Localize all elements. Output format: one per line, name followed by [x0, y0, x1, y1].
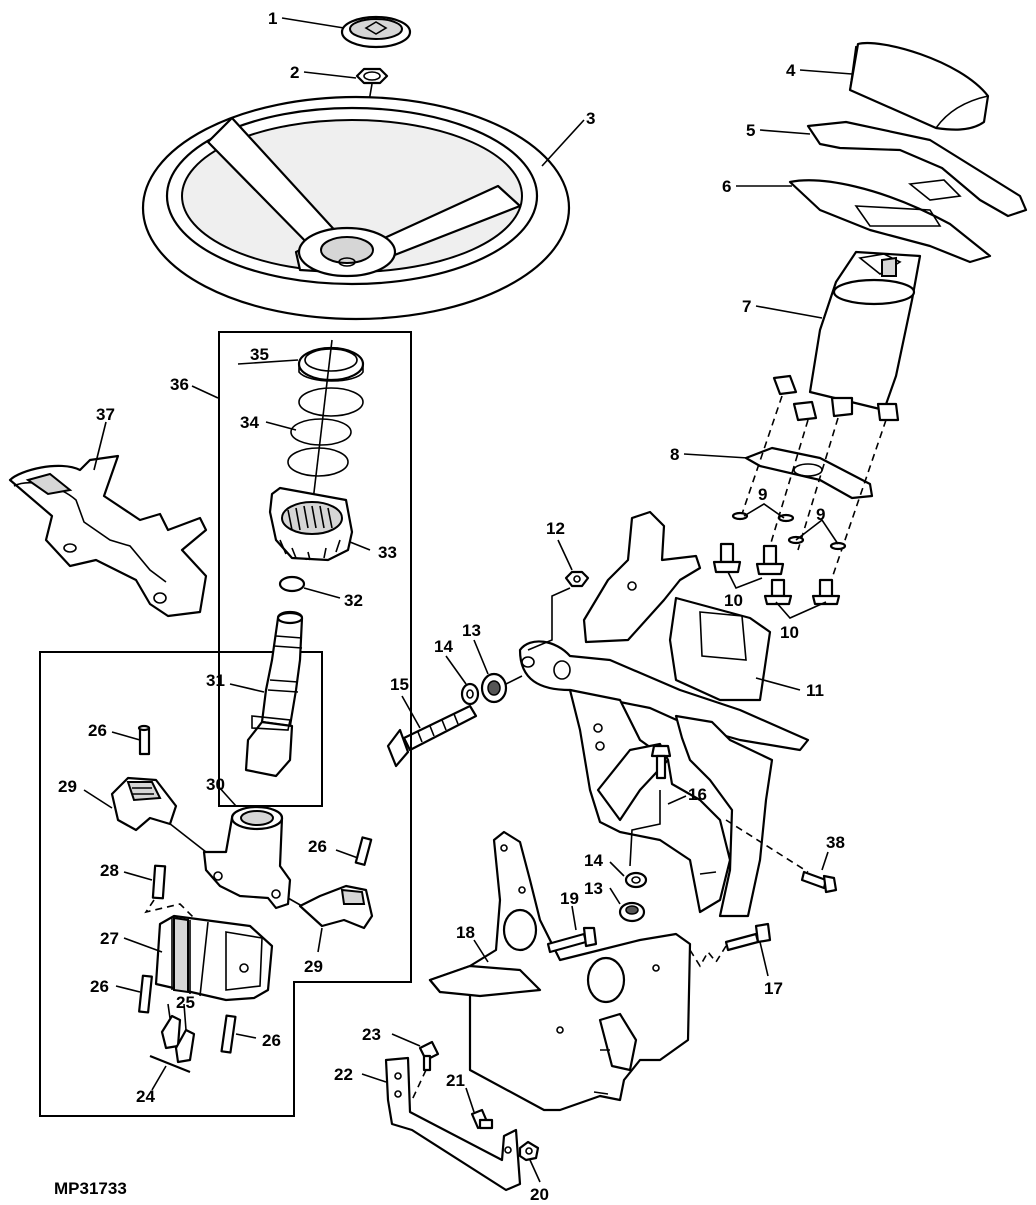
- o-ring: [278, 575, 306, 593]
- pin-upper-right: [354, 836, 373, 866]
- callout-16: 16: [688, 785, 707, 804]
- frame-nut: [564, 570, 590, 588]
- bracket-bolt-17: [724, 922, 772, 952]
- callout-27: 27: [100, 929, 119, 948]
- callout-24: 24: [136, 1087, 155, 1106]
- callout-14a: 14: [434, 637, 453, 656]
- callout-22: 22: [334, 1065, 353, 1084]
- callout-31: 31: [206, 671, 225, 690]
- callout-28: 28: [100, 861, 119, 880]
- callout-13b: 13: [584, 879, 603, 898]
- callout-26a: 26: [88, 721, 107, 740]
- callout-18: 18: [456, 923, 475, 942]
- callout-37: 37: [96, 405, 115, 424]
- callout-36: 36: [170, 375, 189, 394]
- callout-9b: 9: [816, 505, 825, 524]
- callout-8: 8: [670, 445, 679, 464]
- detent-clips: [160, 1003, 196, 1064]
- callout-17: 17: [764, 979, 783, 998]
- pin-lower-left: [138, 974, 153, 1014]
- callout-26d: 26: [262, 1031, 281, 1050]
- lower-mounting-bracket: [428, 830, 692, 1112]
- callout-5: 5: [746, 121, 755, 140]
- steering-wheel: [141, 95, 571, 321]
- steering-shaft: [244, 610, 304, 778]
- wheel-cap: [340, 15, 412, 49]
- callout-21: 21: [446, 1071, 465, 1090]
- callout-32: 32: [344, 591, 363, 610]
- steering-wheel-assembly: [141, 15, 571, 321]
- bracket-bolt-19: [546, 926, 598, 954]
- callout-9a: 9: [758, 485, 767, 504]
- pivot-bushing-upper: [480, 672, 508, 704]
- callout-2: 2: [290, 63, 299, 82]
- callout-34: 34: [240, 413, 259, 432]
- callout-38: 38: [826, 833, 845, 852]
- brace-bolt-21: [470, 1108, 494, 1130]
- column-cover: [848, 42, 990, 131]
- lower-housing: [202, 805, 292, 910]
- detent-rod: [149, 1054, 191, 1074]
- callout-20: 20: [530, 1185, 549, 1204]
- callout-11: 11: [806, 681, 824, 700]
- callout-13a: 13: [462, 621, 481, 640]
- callout-29a: 29: [58, 777, 77, 796]
- pivot-washer-upper: [460, 682, 480, 706]
- callout-leaders: [83, 17, 853, 1183]
- gear-housing: [268, 486, 354, 562]
- cover-bracket: [806, 120, 1028, 218]
- steering-column: [772, 250, 922, 422]
- callout-30: 30: [206, 775, 225, 794]
- spacer-block: [154, 914, 274, 1002]
- brace-bolt-23: [418, 1040, 440, 1072]
- pivot-bolt: [386, 704, 478, 768]
- callout-26b: 26: [308, 837, 327, 856]
- inset-frame: [39, 331, 412, 1117]
- column-boot: [8, 454, 208, 618]
- column-spring: [287, 387, 364, 477]
- frame-bolt-38: [800, 870, 838, 894]
- callout-6: 6: [722, 177, 731, 196]
- callout-15: 15: [390, 675, 409, 694]
- callout-10a: 10: [724, 591, 743, 610]
- callout-labels: 1 2 3 4 5 6 7 8 9 9 10 10 11 12 13 14 15…: [58, 9, 845, 1204]
- wheel-nut: [355, 67, 389, 85]
- brace-nut-20: [518, 1140, 540, 1162]
- callout-14b: 14: [584, 851, 603, 870]
- figure-id: MP31733: [54, 1179, 127, 1198]
- lower-brace: [384, 1056, 522, 1192]
- callout-7: 7: [742, 297, 751, 316]
- steering-support-frame: [518, 510, 810, 918]
- pivot-washer-lower: [624, 871, 648, 889]
- right-linkage: [298, 884, 374, 930]
- callout-23: 23: [362, 1025, 381, 1044]
- callout-29b: 29: [304, 957, 323, 976]
- left-linkage: [110, 776, 178, 832]
- callout-4: 4: [786, 61, 796, 80]
- column-bracket: [788, 179, 992, 264]
- callout-25: 25: [176, 993, 195, 1012]
- callout-26c: 26: [90, 977, 109, 996]
- callout-10b: 10: [780, 623, 799, 642]
- callout-33: 33: [378, 543, 397, 562]
- callout-35: 35: [250, 345, 269, 364]
- callout-3: 3: [586, 109, 595, 128]
- callout-1: 1: [268, 9, 277, 28]
- pin-lower-right: [220, 1014, 237, 1054]
- column-bolts: [712, 542, 841, 606]
- frame-bolt-16: [650, 744, 672, 780]
- callout-19: 19: [560, 889, 579, 908]
- pin-28: [151, 864, 167, 900]
- pivot-bushing-lower: [618, 901, 646, 923]
- pin-upper-left: [137, 724, 151, 756]
- callout-12: 12: [546, 519, 565, 538]
